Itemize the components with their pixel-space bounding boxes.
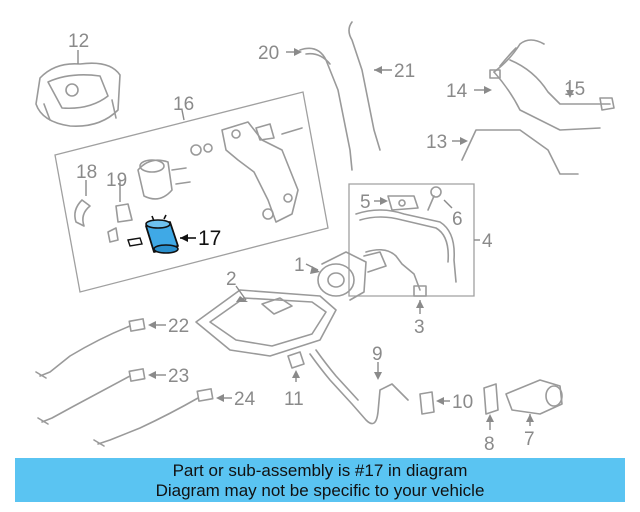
part-1-pump bbox=[317, 251, 387, 301]
callout-11: 11 bbox=[284, 389, 304, 410]
part-11-valve bbox=[287, 351, 305, 369]
leader-16 bbox=[181, 109, 185, 121]
arrow-20 bbox=[294, 48, 302, 56]
arrow-9 bbox=[374, 372, 382, 380]
part-16-frame bbox=[54, 91, 329, 293]
part-17-canister bbox=[127, 214, 179, 254]
callout-9: 9 bbox=[372, 344, 383, 365]
part-20-hose bbox=[299, 47, 353, 171]
callout-10: 10 bbox=[452, 392, 473, 413]
part-19-valve bbox=[107, 203, 133, 243]
arrow-24 bbox=[216, 394, 224, 402]
info-banner: Part or sub-assembly is #17 in diagram D… bbox=[15, 458, 625, 502]
part-solenoid-assembly bbox=[137, 143, 213, 200]
part-21-pipe bbox=[348, 21, 381, 151]
arrow-7 bbox=[526, 414, 534, 422]
callout-22: 22 bbox=[168, 316, 189, 337]
callout-15: 15 bbox=[564, 79, 585, 100]
callout-12: 12 bbox=[68, 31, 89, 52]
part-5-gasket bbox=[387, 195, 419, 211]
part-8-bracket bbox=[483, 383, 499, 415]
arrow-11 bbox=[292, 370, 300, 378]
part-22-sensor bbox=[35, 318, 146, 379]
part-3-hose bbox=[365, 248, 421, 291]
arrow-15 bbox=[566, 90, 574, 98]
callout-2: 2 bbox=[226, 269, 237, 290]
arrow-22 bbox=[148, 321, 156, 329]
callout-20: 20 bbox=[258, 43, 279, 64]
part-2-tray bbox=[195, 289, 337, 357]
arrow-2 bbox=[236, 296, 248, 302]
callout-1: 1 bbox=[294, 255, 305, 276]
callout-17: 17 bbox=[198, 227, 221, 250]
part-18-hose bbox=[74, 199, 91, 227]
banner-line-2: Diagram may not be specific to your vehi… bbox=[155, 481, 485, 500]
callout-4: 4 bbox=[482, 231, 493, 252]
callout-13: 13 bbox=[426, 132, 447, 153]
arrow-21 bbox=[374, 66, 382, 74]
part-9-hose bbox=[309, 353, 409, 425]
callout-6: 6 bbox=[452, 209, 463, 230]
arrow-3 bbox=[416, 300, 424, 308]
part-15-hose bbox=[509, 59, 615, 111]
part-4-hose bbox=[355, 209, 457, 283]
part-3-clamp bbox=[413, 285, 427, 297]
callout-18: 18 bbox=[76, 162, 97, 183]
callout-16: 16 bbox=[173, 94, 194, 115]
arrow-5 bbox=[380, 197, 388, 205]
arrow-1 bbox=[310, 266, 320, 274]
part-14-hose bbox=[489, 39, 601, 131]
callout-7: 7 bbox=[524, 429, 535, 450]
callout-5: 5 bbox=[360, 192, 371, 213]
part-24-sensor bbox=[93, 388, 214, 447]
arrow-23 bbox=[148, 371, 156, 379]
banner-line-1: Part or sub-assembly is #17 in diagram bbox=[172, 461, 468, 480]
leader-6 bbox=[443, 199, 453, 209]
arrow-14 bbox=[484, 86, 492, 94]
part-6-bolt bbox=[427, 186, 442, 211]
parts-diagram: 12 16 18 19 17 bbox=[35, 21, 615, 455]
callout-14: 14 bbox=[446, 81, 468, 102]
callout-8: 8 bbox=[484, 434, 495, 455]
callout-23: 23 bbox=[168, 366, 189, 387]
callout-21: 21 bbox=[394, 61, 415, 82]
part-bracket bbox=[221, 121, 303, 223]
part-10-clip bbox=[419, 391, 435, 415]
part-7-housing bbox=[505, 379, 563, 415]
part-13-pipe bbox=[461, 129, 579, 175]
callout-19: 19 bbox=[106, 170, 127, 191]
callout-3: 3 bbox=[414, 317, 425, 338]
callout-24: 24 bbox=[234, 389, 256, 410]
part-23-sensor bbox=[37, 368, 146, 425]
arrow-17 bbox=[180, 234, 188, 242]
arrow-8 bbox=[486, 414, 494, 422]
arrow-13 bbox=[460, 137, 468, 145]
leader-2 bbox=[235, 285, 247, 301]
part-12-cover bbox=[35, 62, 121, 127]
part-4-frame bbox=[348, 183, 475, 297]
arrow-10 bbox=[436, 397, 444, 405]
